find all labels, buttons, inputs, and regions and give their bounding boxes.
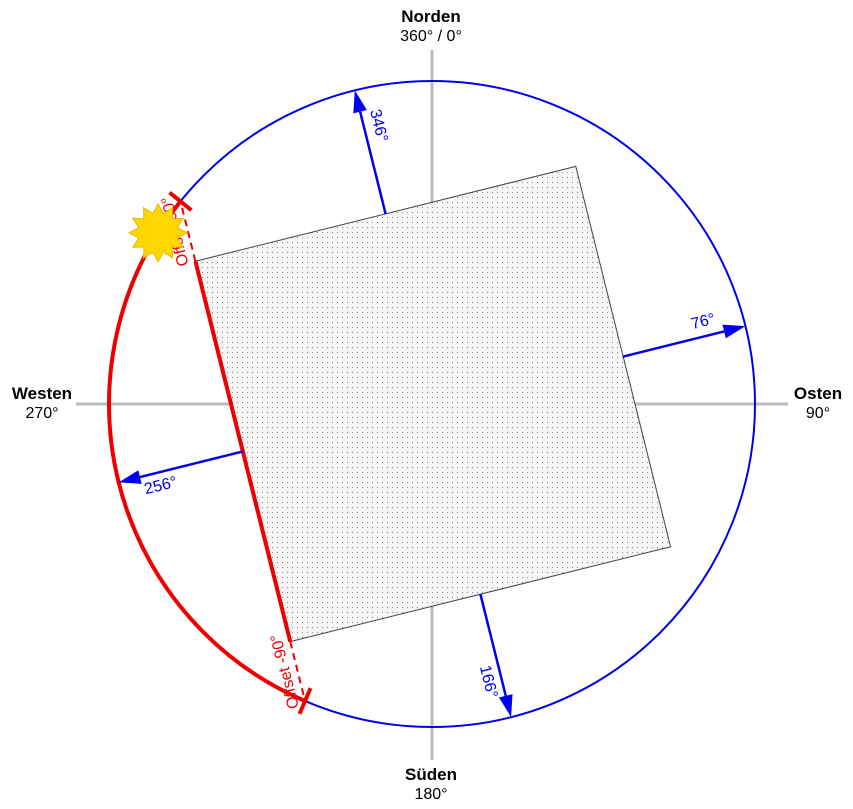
facade-label-166: 166° bbox=[476, 664, 501, 700]
facade-label-76: 76° bbox=[689, 311, 717, 333]
facade-arrow-line-76 bbox=[622, 330, 725, 358]
facade-arrow-line-346 bbox=[358, 111, 387, 215]
offset-dashed-line-minus bbox=[289, 641, 307, 702]
west-degrees: 270° bbox=[25, 405, 58, 422]
facade-arrowhead-346 bbox=[353, 90, 367, 114]
south-degrees: 180° bbox=[414, 786, 447, 803]
facade-arrowhead-76 bbox=[722, 324, 746, 339]
facade-arrow-line-166 bbox=[479, 593, 507, 697]
facade-label-346: 346° bbox=[366, 108, 391, 144]
highlighted-west-facade bbox=[193, 260, 293, 643]
south-label: Süden bbox=[405, 765, 457, 784]
offset-arc bbox=[107, 200, 306, 703]
offset-dashed-line-plus bbox=[179, 201, 197, 262]
sun-icon bbox=[128, 202, 189, 263]
facade-arrow-line-256 bbox=[139, 450, 244, 479]
north-degrees: 360° / 0° bbox=[400, 28, 462, 45]
facade-label-256: 256° bbox=[143, 474, 179, 499]
facade-arrows: 346° 76° 166° 256° bbox=[118, 90, 746, 718]
east-label: Osten bbox=[794, 384, 842, 403]
offset-tick-minus bbox=[297, 687, 313, 715]
west-label: Westen bbox=[12, 384, 72, 403]
facade-arrowhead-166 bbox=[498, 694, 513, 718]
building bbox=[194, 165, 672, 643]
east-degrees: 90° bbox=[806, 405, 830, 422]
north-label: Norden bbox=[401, 7, 461, 26]
facade-arrowhead-256 bbox=[118, 470, 142, 484]
